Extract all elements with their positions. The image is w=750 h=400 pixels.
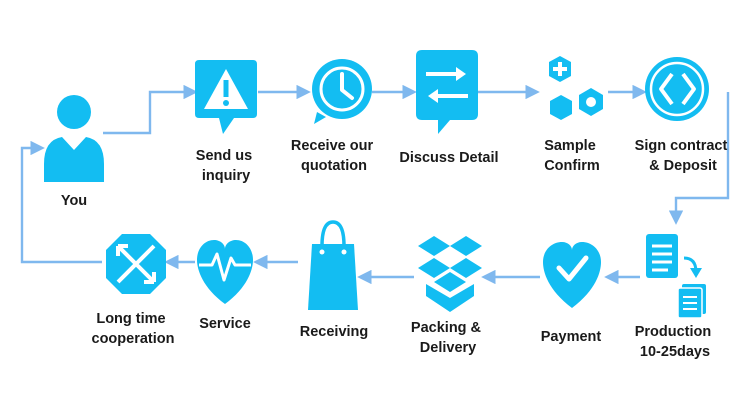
step-label-discuss-detail: Discuss Detail (399, 150, 498, 166)
hexagons-plus-icon (549, 56, 603, 120)
step-label-sample-confirm: Sample Confirm (544, 138, 600, 174)
step-long-time-cooperation: Long time cooperation (92, 234, 175, 347)
step-send-inquiry: Send us inquiry (195, 60, 257, 184)
step-discuss-detail: Discuss Detail (399, 50, 499, 166)
step-receive-quotation: Receive our quotation (291, 59, 377, 174)
swap-arrows-circle-icon (645, 57, 709, 121)
arrow-sign-to-production (668, 92, 730, 225)
step-label-receiving: Receiving (300, 324, 369, 340)
step-payment: Payment (541, 242, 602, 345)
person-icon (44, 95, 104, 182)
documents-icon (646, 234, 706, 319)
warning-speech-bubble-icon (195, 60, 257, 134)
dropbox-icon (418, 236, 482, 312)
arrow-you-to-inquiry (103, 84, 198, 135)
step-production: Production 10-25days (635, 234, 716, 360)
octagon-arrows-icon (106, 234, 166, 294)
step-label-sign-contract: Sign contract & Deposit (635, 138, 732, 174)
step-label-production: Production 10-25days (635, 324, 716, 360)
step-label-payment: Payment (541, 329, 602, 345)
step-packing-delivery: Packing & Delivery (411, 236, 485, 356)
step-label-receive-quotation: Receive our quotation (291, 138, 377, 174)
step-you: You (44, 95, 104, 209)
step-label-send-inquiry: Send us inquiry (196, 148, 256, 184)
clock-icon (312, 59, 372, 124)
step-receiving: Receiving (300, 220, 369, 340)
shopping-bag-icon (308, 220, 358, 310)
chat-exchange-icon (416, 50, 478, 134)
heart-check-icon (543, 242, 601, 308)
step-sign-contract: Sign contract & Deposit (635, 57, 732, 174)
step-label-long-time-cooperation: Long time cooperation (92, 311, 175, 347)
step-label-packing-delivery: Packing & Delivery (411, 320, 485, 356)
step-service: Service (197, 240, 253, 332)
step-label-service: Service (199, 316, 251, 332)
arrow-cooperation-to-you (20, 140, 102, 264)
heart-pulse-icon (197, 240, 253, 304)
step-sample-confirm: Sample Confirm (544, 56, 603, 174)
flow-arrows (20, 84, 730, 285)
step-label-you: You (61, 193, 87, 209)
